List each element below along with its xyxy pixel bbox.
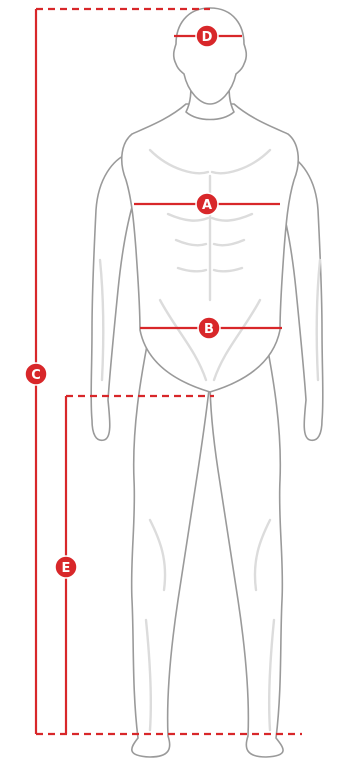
body-figure	[91, 8, 323, 757]
head	[174, 8, 247, 104]
badge-a-label: A	[202, 198, 212, 213]
badge-c: C	[25, 363, 47, 385]
badge-a: A	[196, 193, 218, 215]
badge-b-label: B	[204, 322, 214, 337]
badge-d-label: D	[202, 30, 213, 45]
badge-e-label: E	[62, 561, 71, 576]
right-leg	[210, 330, 283, 757]
left-leg	[132, 330, 210, 757]
badge-d: D	[196, 25, 218, 47]
badge-e: E	[55, 556, 77, 578]
badge-c-label: C	[31, 368, 41, 383]
badge-b: B	[198, 317, 220, 339]
